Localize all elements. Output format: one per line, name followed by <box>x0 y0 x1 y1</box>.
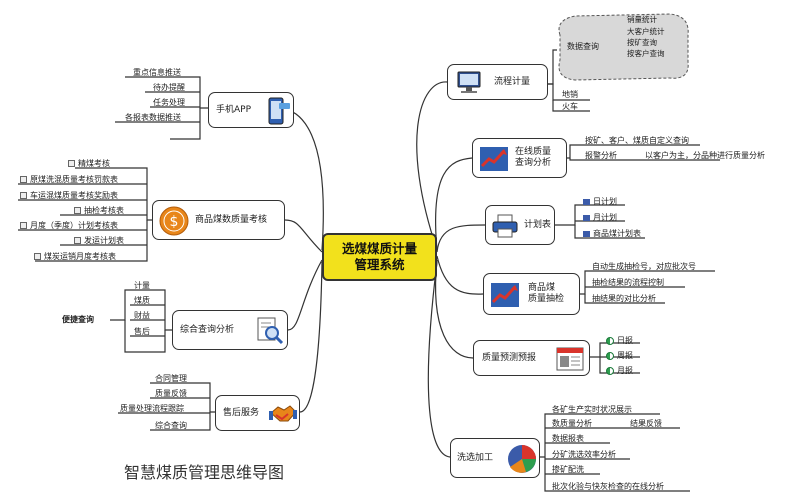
branch-after-label: 售后服务 <box>223 408 260 418</box>
app-item: 重点信息推送 <box>133 68 181 77</box>
wash-item: 数据报表 <box>552 434 584 443</box>
assess-item: 车运混煤质量考核奖励表 <box>20 191 118 201</box>
coin-icon: $ <box>159 206 189 236</box>
sample-item: 抽结果的对比分析 <box>592 294 656 303</box>
app-item: 待办提醒 <box>153 83 185 92</box>
document-icon <box>556 347 584 371</box>
assess-item: 精煤考核 <box>68 159 110 169</box>
branch-sample: 商品煤 质量抽检 <box>483 273 580 315</box>
sample-item: 抽检结果的流程控制 <box>592 278 664 287</box>
flow-item: 销量统计 <box>627 15 657 24</box>
online-item: 以客户为主，分品种进行质量分析 <box>645 151 765 160</box>
branch-plan-label: 计划表 <box>524 220 552 230</box>
trend-chart-icon <box>480 147 508 171</box>
svg-text:$: $ <box>170 214 179 230</box>
flow-item: 按矿查询 <box>627 38 657 47</box>
assess-item: 抽检考核表 <box>74 206 124 216</box>
query-item: 售后 <box>134 327 150 336</box>
wash-item: 分矿洗选效率分析 <box>552 450 616 459</box>
pie-chart-icon <box>508 445 536 473</box>
checkbox-icon <box>20 192 27 199</box>
flow-extra: 火车 <box>562 102 578 111</box>
center-title: 选煤煤质计量 管理系统 <box>341 241 417 272</box>
assess-item: 月度（季度）计划考核表 <box>20 221 118 231</box>
online-item: 按矿、客户、煤质自定义查询 <box>585 136 689 145</box>
monitor-icon <box>457 71 481 93</box>
assess-item: 原煤洗混质量考核罚款表 <box>20 175 118 185</box>
branch-wash-label: 洗选加工 <box>457 453 494 463</box>
query-item: 计量 <box>134 281 150 290</box>
clock-icon <box>606 351 614 360</box>
branch-query-label: 综合查询分析 <box>180 325 235 335</box>
sample-item: 自动生成抽检号，对应批次号 <box>592 262 696 271</box>
checkbox-icon <box>20 176 27 183</box>
calendar-icon <box>583 214 590 221</box>
checkbox-icon <box>68 160 75 167</box>
app-item: 任务处理 <box>153 98 185 107</box>
forecast-item: 月报 <box>606 366 633 376</box>
branch-online-label: 在线质量 查询分析 <box>515 147 552 168</box>
branch-online: 在线质量 查询分析 <box>472 138 567 178</box>
center-node: 选煤煤质计量 管理系统 <box>322 233 437 281</box>
branch-forecast-label: 质量预测预报 <box>482 353 537 363</box>
branch-assess-label: 商品煤数质量考核 <box>195 215 268 225</box>
calendar-icon <box>583 198 590 205</box>
wash-item: 批次化验与快灰检查的在线分析 <box>552 482 664 491</box>
flow-group-label: 数据查询 <box>567 42 599 51</box>
checkbox-icon <box>20 222 27 229</box>
wash-item: 数质量分析 <box>552 419 592 428</box>
after-item: 质量处理流程跟踪 <box>120 404 184 413</box>
printer-icon <box>492 214 518 238</box>
checkbox-icon <box>74 237 81 244</box>
clock-icon <box>606 336 614 345</box>
after-item: 合同管理 <box>155 374 187 383</box>
plan-item: 商品煤计划表 <box>583 229 641 239</box>
calendar-icon <box>583 230 590 237</box>
forecast-item: 周报 <box>606 351 633 361</box>
branch-sample-label: 商品煤 质量抽检 <box>528 283 565 304</box>
query-item: 煤质 <box>134 296 150 305</box>
online-item: 报警分析 <box>585 151 617 160</box>
diagram-caption: 智慧煤质管理思维导图 <box>124 463 285 482</box>
assess-item: 发运计划表 <box>74 236 124 246</box>
flow-item: 大客户统计 <box>627 27 665 36</box>
wash-item: 各矿生产实时状况展示 <box>552 405 632 414</box>
branch-query: 综合查询分析 <box>172 310 288 350</box>
wash-item: 结果反馈 <box>630 419 662 428</box>
checkbox-icon <box>34 253 41 260</box>
branch-flow: 流程计量 <box>447 64 548 100</box>
branch-app-label: 手机APP <box>216 105 252 115</box>
magnifier-icon <box>257 317 284 345</box>
branch-app: 手机APP <box>208 92 294 128</box>
branch-after: 售后服务 <box>215 395 300 431</box>
flow-group-cloud <box>558 13 689 81</box>
app-item: 各报表数据推送 <box>125 113 181 122</box>
branch-plan: 计划表 <box>485 205 555 245</box>
after-item: 质量反馈 <box>155 389 187 398</box>
branch-wash: 洗选加工 <box>450 438 540 478</box>
branch-forecast: 质量预测预报 <box>473 340 590 376</box>
after-item: 综合查询 <box>155 421 187 430</box>
trend-chart-icon <box>491 283 519 307</box>
flow-item: 按客户查询 <box>627 49 665 58</box>
wash-item: 掺矿配洗 <box>552 465 584 474</box>
assess-item: 煤炭运销月度考核表 <box>34 252 116 262</box>
forecast-item: 日报 <box>606 336 633 346</box>
clock-icon <box>606 366 614 375</box>
checkbox-icon <box>74 207 81 214</box>
handshake-icon <box>269 405 297 422</box>
phone-icon <box>268 97 290 125</box>
branch-assess: $ 商品煤数质量考核 <box>152 200 285 240</box>
plan-item: 日计划 <box>583 197 617 207</box>
plan-item: 月计划 <box>583 213 617 223</box>
query-item: 财益 <box>134 311 150 320</box>
branch-flow-label: 流程计量 <box>494 77 531 87</box>
flow-extra: 地销 <box>562 90 578 99</box>
left-hint: 便捷查询 <box>62 315 94 324</box>
